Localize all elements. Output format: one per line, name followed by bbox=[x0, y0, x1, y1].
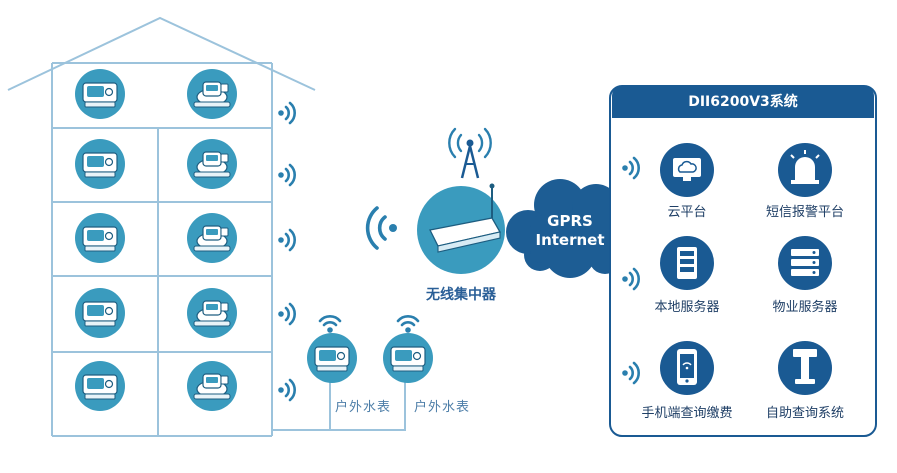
cloud-label: GPRS Internet bbox=[510, 212, 630, 250]
kiosk-icon bbox=[778, 341, 832, 395]
alarm-light-icon bbox=[778, 143, 832, 197]
outdoor-meters bbox=[306, 315, 434, 384]
service-label-self-service: 自助查询系统 bbox=[765, 406, 844, 421]
water-meter-icon bbox=[186, 68, 238, 120]
floor-wifi-signals bbox=[276, 101, 296, 402]
service-label-cloud-platform: 云平台 bbox=[667, 205, 707, 220]
water-meter-icon bbox=[186, 138, 238, 190]
concentrator-label: 无线集中器 bbox=[426, 287, 496, 303]
wifi-signal-icon bbox=[276, 101, 296, 125]
water-meter-icon bbox=[74, 287, 126, 339]
service-label-property-server: 物业服务器 bbox=[772, 300, 838, 315]
wifi-signal-icon bbox=[276, 163, 296, 187]
outdoor-water-meter-icon bbox=[306, 332, 358, 384]
outdoor-meter-label: 户外水表 bbox=[414, 400, 471, 415]
wifi-signal-icon bbox=[318, 315, 342, 335]
wifi-signal-icon bbox=[276, 302, 296, 326]
system-title: DII6200V3系统 bbox=[612, 86, 874, 118]
service-label-sms-alarm: 短信报警平台 bbox=[765, 205, 844, 220]
rack-server-icon bbox=[778, 236, 832, 290]
service-icons bbox=[660, 143, 832, 395]
water-meter-icon bbox=[186, 287, 238, 339]
water-meter-icon bbox=[74, 68, 126, 120]
concentrator bbox=[365, 127, 505, 274]
outdoor-water-meter-icon bbox=[382, 332, 434, 384]
building-meters bbox=[74, 68, 238, 412]
water-meter-icon bbox=[74, 212, 126, 264]
building bbox=[7, 16, 406, 437]
monitor-cloud-icon bbox=[660, 143, 714, 197]
cloud-label-line2: Internet bbox=[535, 231, 605, 249]
cloud-label-line1: GPRS bbox=[547, 212, 593, 230]
mobile-phone-icon bbox=[660, 341, 714, 395]
building-roof bbox=[7, 16, 316, 91]
antenna-icon bbox=[448, 127, 492, 179]
service-label-local-server: 本地服务器 bbox=[654, 300, 720, 315]
service-label-mobile-payment: 手机端查询缴费 bbox=[641, 406, 733, 421]
wifi-signal-icon bbox=[365, 206, 397, 250]
water-meter-icon bbox=[186, 212, 238, 264]
system-panel bbox=[609, 85, 877, 437]
water-meter-icon bbox=[74, 360, 126, 412]
wifi-signal-icon bbox=[276, 378, 296, 402]
water-meter-icon bbox=[74, 138, 126, 190]
outdoor-meter-label: 户外水表 bbox=[335, 400, 392, 415]
wifi-signal-icon bbox=[276, 228, 296, 252]
wifi-signal-icon bbox=[396, 315, 420, 335]
local-server-icon bbox=[660, 236, 714, 290]
water-meter-icon bbox=[186, 360, 238, 412]
